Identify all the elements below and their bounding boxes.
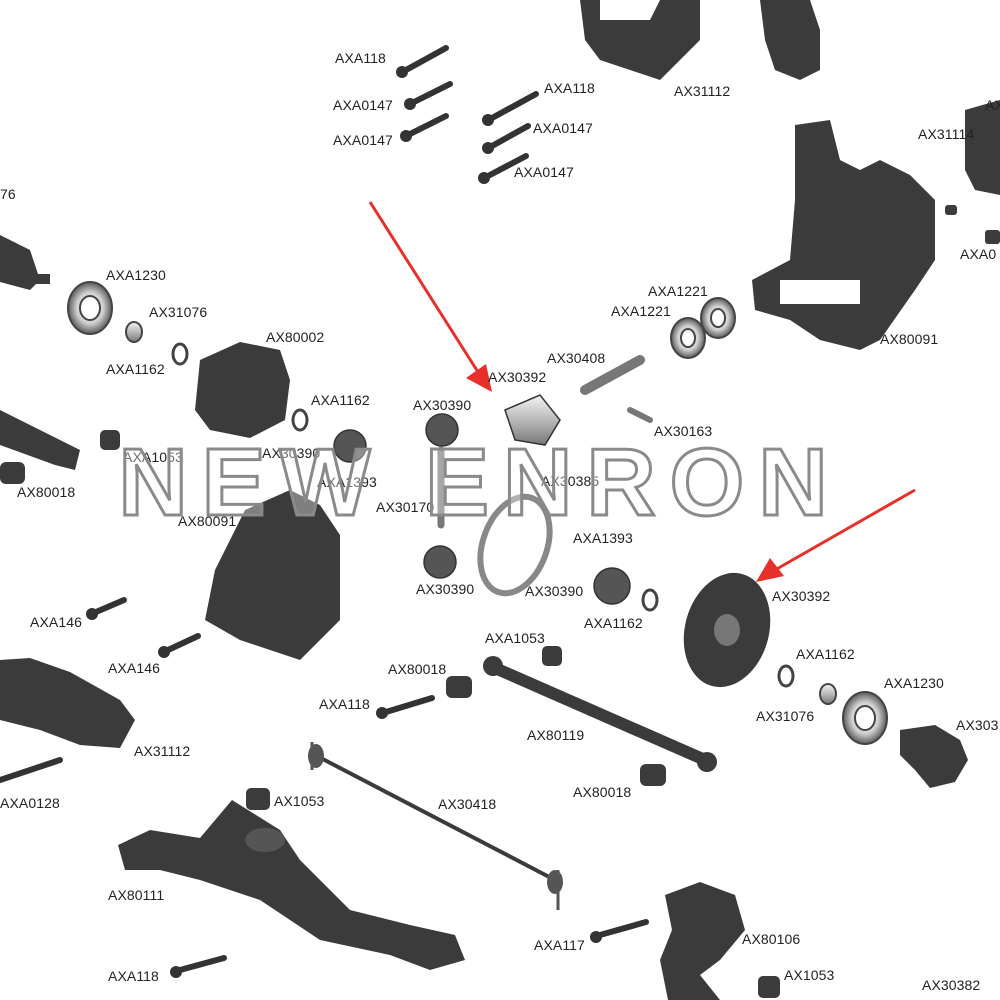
label-ax31112-bottom: AX31112 — [134, 743, 191, 759]
label-ax30382: AX30382 — [922, 977, 981, 993]
label-axa1230-right: AXA1230 — [884, 675, 944, 691]
label-axa1162-right: AXA1162 — [796, 646, 855, 662]
diff-cup-left — [195, 342, 290, 438]
label-ax30390-b: AX30390 — [262, 445, 321, 461]
housing-center — [205, 490, 340, 660]
label-axa0-cut: AXA0 — [960, 246, 997, 262]
label-axa118-mid: AXA118 — [319, 696, 370, 712]
label-ax80111: AX80111 — [108, 887, 165, 903]
label-ax30390-c: AX30390 — [416, 581, 475, 597]
label-76-cut: 76 — [0, 186, 16, 202]
carrier-bottom — [660, 882, 745, 1000]
label-ax31114: AX31114 — [918, 126, 975, 142]
nuts — [246, 646, 780, 998]
label-axa118-top: AXA118 — [335, 50, 386, 66]
label-ax30392-right: AX30392 — [772, 588, 831, 604]
label-ax30170: AX30170 — [376, 499, 435, 515]
label-axa1221-a: AXA1221 — [648, 283, 708, 299]
label-ax30418: AX30418 — [438, 796, 497, 812]
label-ax30392-top: AX30392 — [488, 369, 547, 385]
driveshaft — [308, 742, 563, 910]
label-ax80002: AX80002 — [266, 329, 325, 345]
carrier-top — [580, 0, 820, 80]
label-ax31076-right: AX31076 — [756, 708, 815, 724]
label-ax31076-left: AX31076 — [149, 304, 208, 320]
label-axa0128: AXA0128 — [0, 795, 60, 811]
label-axa1162-left: AXA1162 — [106, 361, 165, 377]
label-ax80091-left: AX80091 — [178, 513, 237, 529]
label-ax80018-left: AX80018 — [17, 484, 76, 500]
left-axle — [0, 235, 120, 484]
label-axa1230-left: AXA1230 — [106, 267, 166, 283]
label-axa118-right: AXA118 — [544, 80, 595, 96]
label-ax80106: AX80106 — [742, 931, 801, 947]
label-axa1393-a: AXA1393 — [317, 474, 377, 490]
label-axa1162-mid: AXA1162 — [311, 392, 370, 408]
label-ax31112-top: AX31112 — [674, 83, 731, 99]
label-axa146-b: AXA146 — [108, 660, 160, 676]
pointer-arrows — [368, 201, 916, 582]
label-axa0147-a: AXA0147 — [333, 97, 393, 113]
label-ax1053-b: AX1053 — [784, 967, 835, 983]
screws-mid — [0, 597, 649, 978]
label-axa0147-b: AXA0147 — [333, 132, 393, 148]
screw-group-top — [396, 45, 539, 184]
label-axa0147-c: AXA0147 — [533, 120, 593, 136]
label-ax30163: AX30163 — [654, 423, 713, 439]
label-axa1162-b: AXA1162 — [584, 615, 643, 631]
gasket — [477, 493, 553, 597]
pins — [437, 355, 653, 529]
ring-gear — [683, 572, 771, 688]
label-ax30390-a: AX30390 — [413, 397, 472, 413]
suspension-arm — [118, 800, 465, 970]
label-ax30390-d: AX30390 — [525, 583, 584, 599]
label-axa0147-d: AXA0147 — [514, 164, 574, 180]
label-axa117: AXA117 — [534, 937, 585, 953]
outdrive-right — [900, 725, 968, 788]
label-axa146-a: AXA146 — [30, 614, 82, 630]
label-axa1221-b: AXA1221 — [611, 303, 671, 319]
label-ax-cut: AX — [985, 97, 1000, 113]
label-ax80018-mid: AX80018 — [388, 661, 447, 677]
label-axa1393-b: AXA1393 — [573, 530, 633, 546]
housing-right — [752, 100, 1000, 350]
label-axa1053-mid: AXA1053 — [485, 630, 545, 646]
suspension-block-left — [0, 658, 135, 748]
label-ax80119: AX80119 — [527, 727, 585, 743]
spider-gears — [333, 394, 631, 605]
bearings — [67, 281, 888, 745]
label-ax80091-right: AX80091 — [880, 331, 939, 347]
label-ax30385: AX30385 — [541, 473, 600, 489]
link-rod — [483, 656, 717, 772]
label-ax30408: AX30408 — [547, 350, 606, 366]
label-axa118-bottom: AXA118 — [108, 968, 159, 984]
label-axa1053-left: AXA1053 — [123, 449, 183, 465]
label-ax303-cut: AX303 — [956, 717, 999, 733]
label-ax80018-bottom: AX80018 — [573, 784, 632, 800]
label-ax1053-a: AX1053 — [274, 793, 325, 809]
